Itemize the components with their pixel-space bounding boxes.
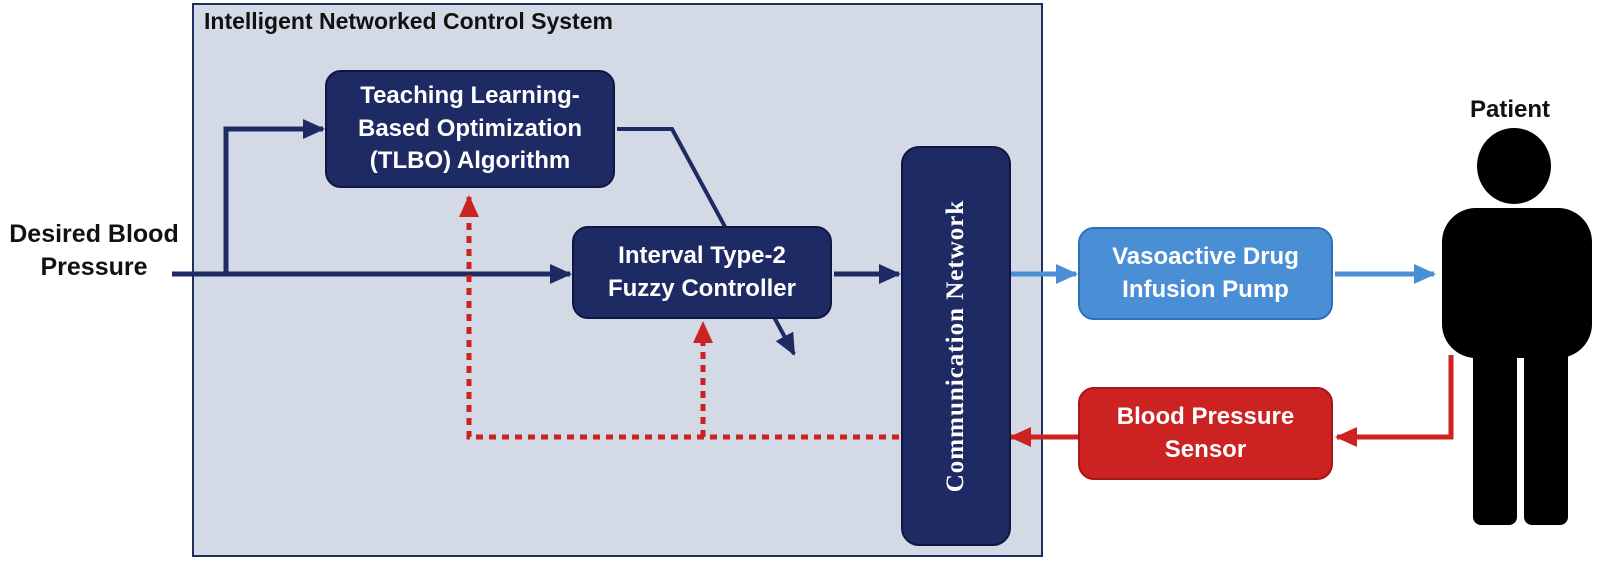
- infusion-pump-block: Vasoactive Drug Infusion Pump: [1078, 227, 1333, 320]
- input-label: Desired Blood Pressure: [0, 218, 188, 283]
- fuzzy-line1: Interval Type-2: [618, 242, 786, 270]
- network-label: Communication Network: [942, 199, 969, 493]
- fuzzy-controller-block: Interval Type-2 Fuzzy Controller: [572, 226, 832, 319]
- tlbo-line3: (TLBO) Algorithm: [369, 147, 571, 175]
- person-icon: [1442, 128, 1592, 525]
- pump-line1: Vasoactive Drug: [1112, 243, 1299, 271]
- patient-label: Patient: [1470, 96, 1551, 123]
- fuzzy-line2: Fuzzy Controller: [607, 274, 796, 302]
- tlbo-line2: Based Optimization: [357, 114, 583, 142]
- arrow-patient-to-sensor: [1335, 355, 1454, 447]
- blood-pressure-sensor-block: Blood Pressure Sensor: [1078, 387, 1333, 480]
- input-label-line1: Desired Blood: [9, 220, 179, 248]
- input-label-line2: Pressure: [40, 252, 148, 281]
- system-title: Intelligent Networked Control System: [204, 8, 613, 34]
- arrow-input-to-tlbo: [223, 119, 325, 274]
- tlbo-algorithm-block: Teaching Learning- Based Optimization (T…: [325, 70, 615, 188]
- feedback-dotted-line: [459, 195, 899, 440]
- sensor-line1: Blood Pressure: [1116, 403, 1295, 431]
- communication-network-block: Communication Network: [901, 146, 1011, 546]
- sensor-line2: Sensor: [1164, 435, 1247, 463]
- tlbo-line1: Teaching Learning-: [360, 82, 580, 110]
- pump-line2: Infusion Pump: [1122, 275, 1289, 303]
